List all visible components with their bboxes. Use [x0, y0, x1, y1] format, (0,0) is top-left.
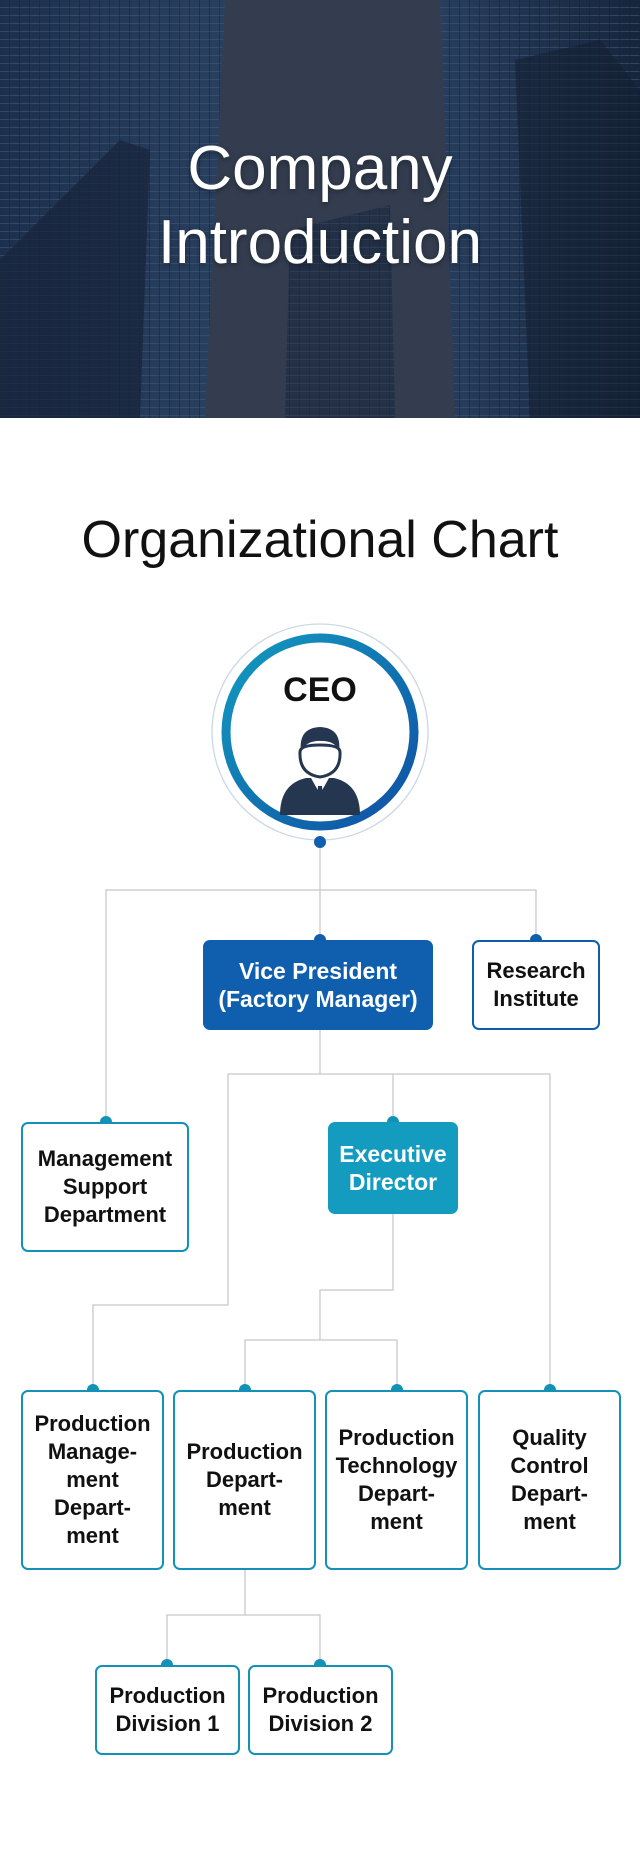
production-division-1-line2: Division 1: [115, 1711, 220, 1736]
connector-lines: [92, 842, 551, 1665]
production-division-2-box: Production Division 2: [248, 1665, 393, 1755]
production-division-1-box: Production Division 1: [95, 1665, 240, 1755]
management-support-line1: Management: [37, 1146, 173, 1171]
production-management-line2: Manage-: [47, 1439, 138, 1464]
production-management-box: Production Manage- ment Depart- ment: [21, 1390, 164, 1570]
management-support-line2: Support: [62, 1174, 148, 1199]
city-buildings-background: [0, 0, 640, 418]
ceo-node: [211, 623, 429, 841]
quality-control-line2: Control: [510, 1453, 589, 1478]
businessman-icon: [280, 727, 360, 815]
production-division-2-line2: Division 2: [268, 1711, 373, 1736]
production-technology-line1: Production: [338, 1425, 455, 1450]
production-department-box: Production Depart- ment: [173, 1390, 316, 1570]
hero-title-line1: Company: [187, 134, 453, 203]
ceo-label: CEO: [283, 671, 357, 709]
management-support-line3: Department: [43, 1202, 167, 1227]
executive-director-box: Executive Director: [328, 1122, 458, 1214]
executive-director-line1: Executive: [339, 1141, 447, 1167]
management-support-box: Management Support Department: [21, 1122, 189, 1252]
research-institute-line1: Research: [486, 958, 586, 983]
vice-president-line1: Vice President: [238, 958, 398, 984]
hero-title: Company Introduction: [0, 132, 640, 280]
production-technology-box: Production Technology Depart- ment: [325, 1390, 468, 1570]
production-department-line2: Depart-: [205, 1467, 283, 1492]
production-management-line3: ment: [66, 1467, 119, 1492]
quality-control-line3: Depart-: [510, 1481, 588, 1506]
executive-director-line2: Director: [348, 1169, 438, 1195]
production-department-line3: ment: [218, 1495, 271, 1520]
research-institute-box: Research Institute: [472, 940, 600, 1030]
section-title: Organizational Chart: [81, 511, 559, 569]
production-technology-line2: Technology: [335, 1453, 458, 1478]
research-institute-line2: Institute: [493, 986, 579, 1011]
vice-president-box: Vice President (Factory Manager): [203, 940, 433, 1030]
vice-president-line2: (Factory Manager): [218, 986, 418, 1012]
production-management-line4: Depart-: [53, 1495, 131, 1520]
production-technology-line4: ment: [370, 1509, 423, 1534]
production-division-2-line1: Production: [262, 1683, 379, 1708]
production-division-1-line1: Production: [109, 1683, 226, 1708]
quality-control-box: Quality Control Depart- ment: [478, 1390, 621, 1570]
production-management-line1: Production: [34, 1411, 151, 1436]
production-technology-line3: Depart-: [357, 1481, 435, 1506]
hero-title-line2: Introduction: [158, 208, 482, 277]
quality-control-line4: ment: [523, 1509, 576, 1534]
quality-control-line1: Quality: [512, 1425, 587, 1450]
hero-banner: Company Introduction: [0, 0, 640, 418]
production-department-line1: Production: [186, 1439, 303, 1464]
production-management-line5: ment: [66, 1523, 119, 1548]
